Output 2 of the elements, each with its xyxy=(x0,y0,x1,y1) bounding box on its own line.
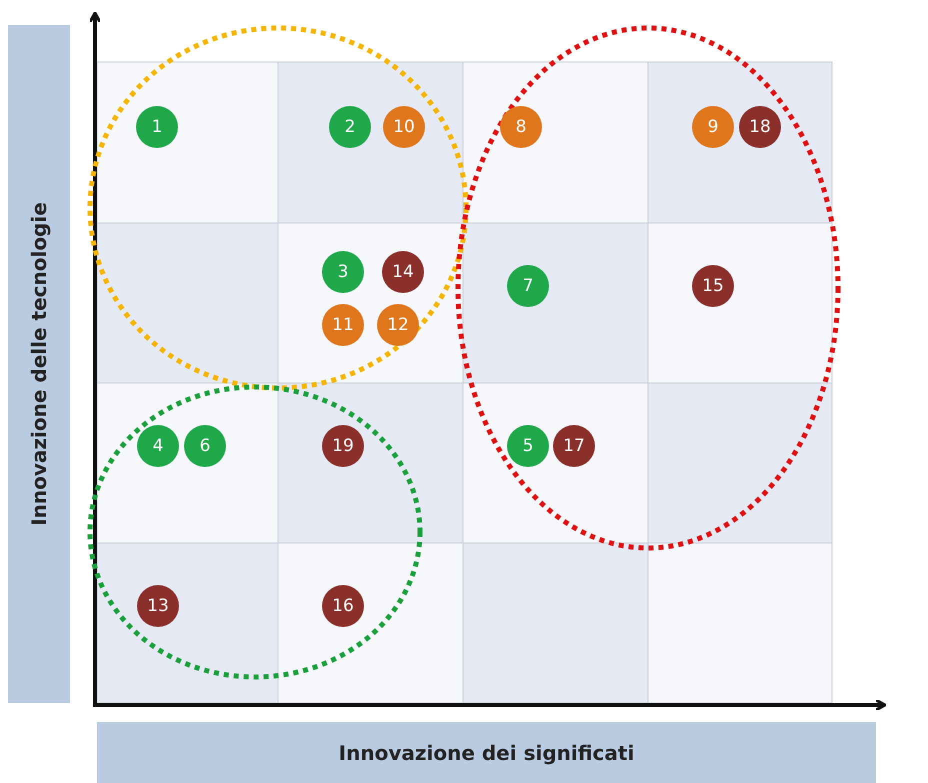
y-axis-title: Innovazione delle tecnologie xyxy=(27,202,51,526)
x-axis-title: Innovazione dei significati xyxy=(338,740,634,764)
